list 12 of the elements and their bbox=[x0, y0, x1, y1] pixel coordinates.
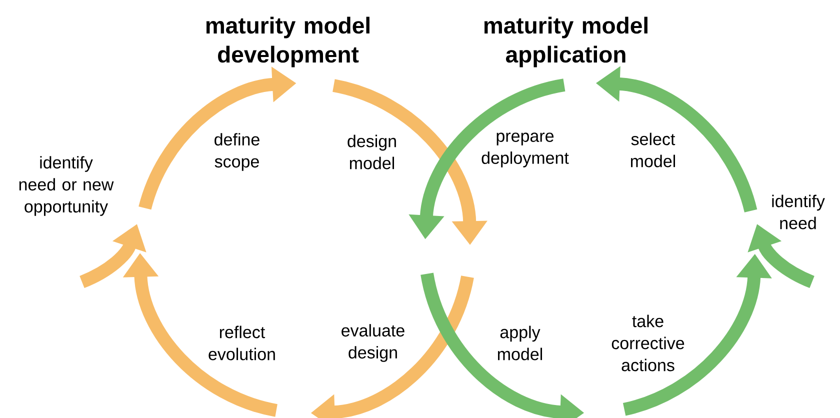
phase-label: define scope bbox=[214, 133, 260, 171]
phase-label: prepare deployment bbox=[482, 132, 569, 168]
phase-label: apply model bbox=[498, 326, 542, 360]
phase-label: evaluate design bbox=[342, 324, 404, 362]
step-label: identify need bbox=[772, 194, 825, 230]
phase-label: reflect evolution bbox=[208, 326, 275, 360]
heading: maturity model development bbox=[206, 16, 370, 68]
phase-label: take corrective actions bbox=[612, 314, 684, 372]
heading: maturity model application bbox=[484, 16, 648, 68]
step-label: identify need or new opportunity bbox=[19, 156, 114, 216]
phase-label: design model bbox=[348, 134, 396, 170]
phase-label: select model bbox=[630, 132, 676, 168]
